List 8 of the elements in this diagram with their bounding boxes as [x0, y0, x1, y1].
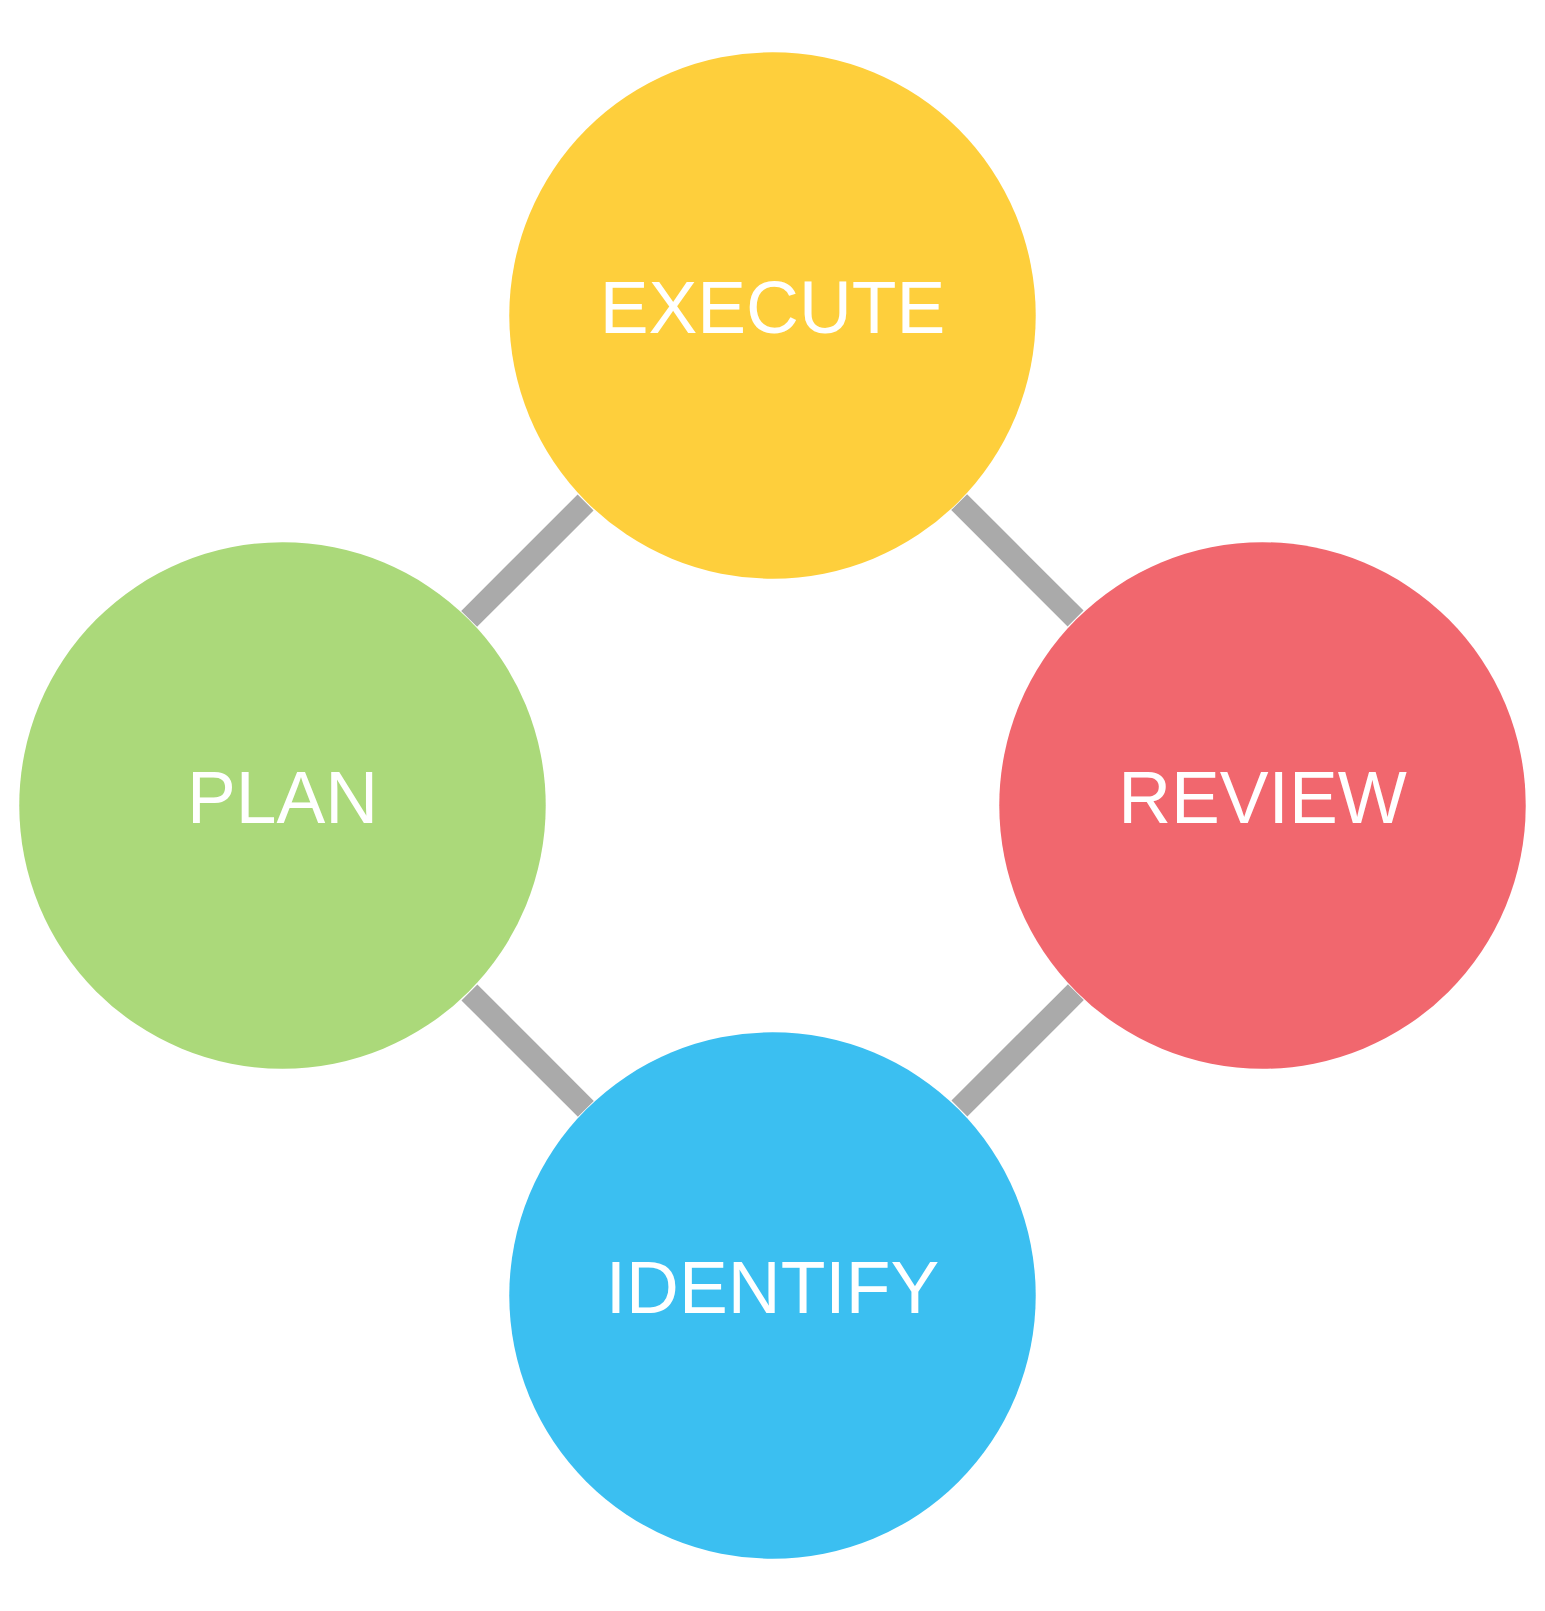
node-circle: REVIEW [999, 542, 1526, 1069]
connector [461, 984, 594, 1117]
connector [951, 494, 1084, 627]
node-circle: EXECUTE [509, 52, 1036, 579]
connector [951, 984, 1084, 1117]
node-circle: PLAN [19, 542, 546, 1069]
connector [461, 494, 594, 627]
node-circle: IDENTIFY [509, 1032, 1036, 1559]
